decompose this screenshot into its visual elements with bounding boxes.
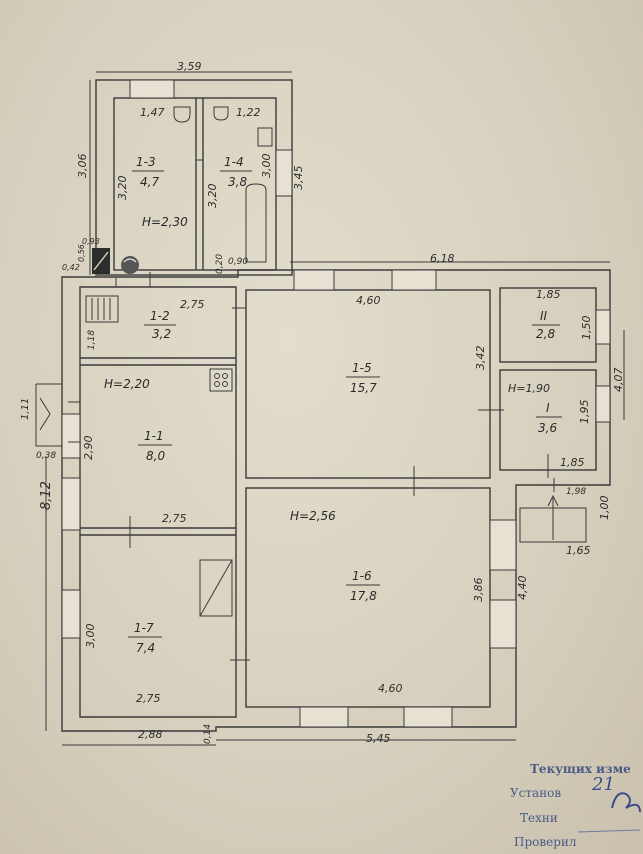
annex-window-right <box>275 149 293 197</box>
svg-text:I: I <box>546 401 550 415</box>
sink-icon <box>257 127 273 147</box>
toilet-icon <box>173 106 229 123</box>
dim-r15-height: 3,42 <box>474 346 487 371</box>
dim-k12-height: 1,18 <box>87 330 97 350</box>
svg-text:1-7: 1-7 <box>134 621 154 635</box>
dim-wc-height: 3,20 <box>116 176 129 201</box>
room-1-6: 1-6 17,8 <box>346 569 380 603</box>
height-right: H=1,90 <box>508 382 550 395</box>
dim-r16-side: 4,40 <box>516 576 529 601</box>
bathtub-icon <box>245 183 267 263</box>
room-1-3: 1-3 4,7 <box>132 155 164 189</box>
svg-text:8,0: 8,0 <box>146 449 165 463</box>
stamp-line-2: Установ <box>510 786 561 800</box>
svg-text:17,8: 17,8 <box>350 589 377 603</box>
height-main: H=2,56 <box>290 509 336 523</box>
svg-text:7,4: 7,4 <box>136 641 155 655</box>
svg-text:1-3: 1-3 <box>136 155 156 169</box>
boiler-icon <box>121 256 139 274</box>
radiator-icon <box>85 295 119 323</box>
dim-bottom-total: 5,45 <box>366 732 391 745</box>
dim-r16-width: 4,60 <box>378 682 403 695</box>
dim-r15-width: 4,60 <box>356 294 381 307</box>
dim-rII-width: 1,85 <box>536 288 561 301</box>
dim-porch-width: 1,98 <box>566 487 586 497</box>
cabinet-icon <box>199 559 233 617</box>
cooker-icon <box>209 368 233 392</box>
dim-038: 0,38 <box>36 451 56 461</box>
dim-porch-depth: 1,00 <box>598 496 611 521</box>
dim-left-total: 8,12 <box>39 481 54 510</box>
stamp-handwritten-number: 21 <box>591 774 615 795</box>
svg-text:4,7: 4,7 <box>140 175 159 189</box>
dimension-lines <box>45 71 625 746</box>
approval-stamp: Текущих изме Установ Техни Проверил 21 <box>510 762 641 849</box>
dim-bath-side: 3,45 <box>292 166 305 191</box>
dim-090: 0,90 <box>228 257 248 267</box>
svg-text:1-5: 1-5 <box>352 361 372 375</box>
door-marks <box>68 159 549 661</box>
dim-k12-width: 2,75 <box>180 298 205 311</box>
stamp-line-4: Проверил <box>514 835 577 849</box>
dim-r11-width: 2,75 <box>162 512 187 525</box>
svg-text:3,2: 3,2 <box>152 327 171 341</box>
dim-020: 0,20 <box>215 254 225 274</box>
signature-mark <box>611 792 641 813</box>
dim-r17-width: 2,75 <box>136 692 161 705</box>
svg-text:II: II <box>540 309 548 323</box>
dim-r16-height: 3,86 <box>472 578 485 603</box>
annex-window-top <box>129 79 175 99</box>
dim-right-total: 4,07 <box>612 368 625 393</box>
height-wc: H=2,30 <box>142 215 188 229</box>
stove-icon <box>92 248 110 274</box>
entry-arrow <box>35 383 62 447</box>
dim-porch-bottom: 1,65 <box>566 544 591 557</box>
room-1-2: 1-2 3,2 <box>144 309 176 341</box>
dim-r11-height: 2,90 <box>82 436 95 461</box>
height-left: H=2,20 <box>104 377 150 391</box>
svg-text:1-6: 1-6 <box>352 569 372 583</box>
porch <box>519 478 587 543</box>
dim-bath-inner: 3,00 <box>260 154 273 179</box>
svg-text:15,7: 15,7 <box>350 381 377 395</box>
dim-rI-width: 1,85 <box>560 456 585 469</box>
svg-text:1-2: 1-2 <box>150 309 170 323</box>
dim-rI-height: 1,95 <box>578 400 591 425</box>
room-1-4: 1-4 3,8 <box>220 155 252 189</box>
dim-bath-width: 1,22 <box>236 106 261 119</box>
dim-wc-width: 1,47 <box>140 106 165 119</box>
svg-text:1-1: 1-1 <box>144 429 164 443</box>
svg-text:1-4: 1-4 <box>224 155 244 169</box>
dim-top-right: 6,18 <box>430 252 455 265</box>
dim-rII-height: 1,50 <box>580 316 593 341</box>
dim-bath-height: 3,20 <box>206 184 219 209</box>
svg-text:3,8: 3,8 <box>228 175 247 189</box>
windows <box>61 269 611 728</box>
room-1-7: 1-7 7,4 <box>128 621 162 655</box>
room-1-5: 1-5 15,7 <box>346 361 380 395</box>
dim-left-side: 3,06 <box>76 154 89 179</box>
room-1-1: 1-1 8,0 <box>138 429 172 463</box>
svg-text:2,8: 2,8 <box>536 327 555 341</box>
dim-r17-height: 3,00 <box>84 624 97 649</box>
stamp-line-3: Техни <box>520 811 558 825</box>
dim-entry: 1,11 <box>20 398 31 420</box>
dim-056: 0,56 <box>77 244 86 262</box>
room-II: II 2,8 <box>532 309 560 341</box>
main-walls <box>61 269 611 732</box>
dim-overall-top: 3,59 <box>177 60 202 73</box>
dim-014: 0,14 <box>203 724 213 744</box>
dim-042: 0,42 <box>62 263 80 272</box>
dim-093: 0,93 <box>82 237 100 246</box>
stamp-line-1: Текущих изме <box>530 762 631 776</box>
dim-bottom-left: 2,88 <box>138 728 163 741</box>
svg-text:3,6: 3,6 <box>538 421 557 435</box>
room-I: I 3,6 <box>536 401 562 435</box>
